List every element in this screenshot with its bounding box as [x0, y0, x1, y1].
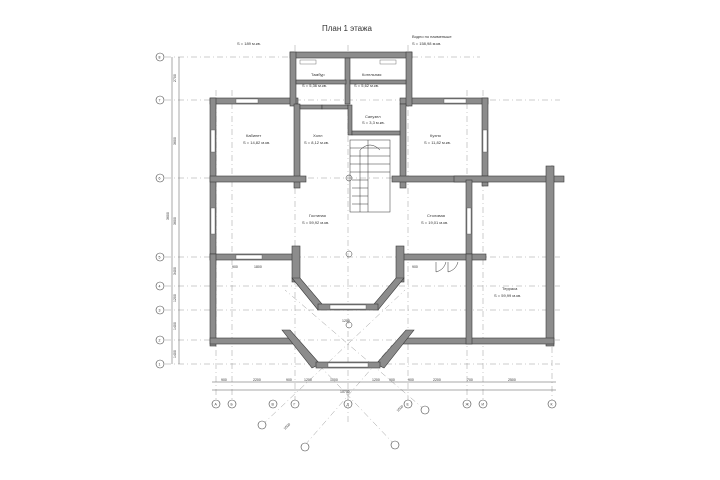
axis-marker-label: Г — [294, 403, 296, 407]
room-name: Холл — [313, 133, 323, 138]
room-area: S = 8,12 м.кв. — [304, 140, 329, 145]
left-dimension-chain: 2700 3600 3600 3600 3400 1200 1400 1400 — [166, 57, 180, 364]
axis-marker-label: 7 — [159, 99, 161, 103]
dim-left: 1200 — [173, 294, 177, 302]
room-name: Тамбур — [311, 72, 325, 77]
room-area: S = 11,82 м.кв. — [424, 140, 451, 145]
room-labels: Тамбур S = 5,36 м.кв. Котельная S = 5,62… — [243, 72, 521, 298]
terrace-door — [435, 261, 459, 273]
dim-left: 2700 — [173, 74, 177, 82]
dim-bottom: 900 — [408, 378, 414, 382]
dim-bottom: 700 — [467, 378, 473, 382]
dim-bottom-total: 10700 — [340, 390, 350, 394]
axis-marker-label: 6 — [159, 177, 161, 181]
diagonal-markers: 1500 1500 — [257, 404, 430, 452]
staircase — [345, 139, 391, 329]
room-area: S = 59,92 м.кв. — [302, 220, 329, 225]
room-name: Кухня — [430, 133, 441, 138]
room-name: Столовая — [427, 213, 445, 218]
bottom-dimension-chain: 900 2200 900 1200 1000 1200 900 900 2200… — [212, 378, 556, 394]
room-area: S = 19,01 м.кв. — [421, 220, 448, 225]
room-area: S = 59,99 м.кв. — [494, 293, 521, 298]
inner-dimensions: 900 1800 1200 900 — [232, 265, 418, 323]
dim-bottom: 1200 — [304, 378, 312, 382]
room-area: S = 5,36 м.кв. — [302, 83, 327, 88]
axis-marker-label: Б — [231, 403, 234, 407]
dim-diagonal: 1500 — [283, 422, 291, 430]
dim-label: 1800 — [254, 265, 262, 269]
dim-bottom: 900 — [286, 378, 292, 382]
room-name: Кабинет — [246, 133, 261, 138]
axis-marker-label: А — [215, 403, 218, 407]
dim-left: 1400 — [173, 322, 177, 330]
axis-marker-label: 4 — [159, 285, 161, 289]
room-name: Гостиная — [309, 213, 326, 218]
dim-left: 1400 — [173, 350, 177, 358]
dim-bottom: 900 — [389, 378, 395, 382]
heated-area-caption: Водно по наименьше — [412, 34, 452, 39]
dim-left: 3600 — [173, 137, 177, 145]
dim-left: 3400 — [173, 267, 177, 275]
left-axis-markers: 8 7 6 5 4 3 2 1 — [155, 52, 165, 369]
walls — [209, 51, 565, 347]
room-name: Санузел — [365, 114, 381, 119]
windows — [210, 59, 488, 368]
dim-label: 900 — [412, 265, 418, 269]
dim-bottom: 2200 — [253, 378, 261, 382]
heated-area-label: S = 158,98 м.кв. — [412, 41, 441, 46]
axis-marker-label: Е — [407, 403, 410, 407]
room-area: S = 5,62 м.кв. — [354, 83, 379, 88]
axis-marker-label: 8 — [159, 56, 161, 60]
axis-marker-label: Ж — [466, 403, 470, 407]
axis-marker-label: 3 — [159, 309, 161, 313]
room-name: Терраса — [502, 286, 518, 291]
dim-label: 900 — [232, 265, 238, 269]
dim-diagonal: 1500 — [396, 404, 404, 412]
axis-marker-label: И — [482, 403, 485, 407]
plan-title: План 1 этажа — [322, 24, 372, 33]
dim-bottom: 900 — [221, 378, 227, 382]
dim-label: 1200 — [342, 319, 350, 323]
room-name: Котельная — [362, 72, 381, 77]
dim-left: 3600 — [173, 217, 177, 225]
axis-marker-label: В — [272, 403, 275, 407]
dim-bottom: 2200 — [433, 378, 441, 382]
dim-bottom: 2500 — [508, 378, 516, 382]
dim-bottom: 1000 — [330, 378, 338, 382]
dim-left: 3600 — [166, 212, 170, 220]
total-area-label: S = 189 м.кв. — [237, 41, 261, 46]
room-area: S = 14,82 м.кв. — [243, 140, 270, 145]
axis-marker-label: К — [551, 403, 554, 407]
axis-marker-label: 1 — [159, 363, 161, 367]
dim-bottom: 1200 — [372, 378, 380, 382]
bottom-axis-markers: А Б В Г Д Е Ж И К — [211, 399, 557, 409]
axis-marker-label: 2 — [159, 339, 161, 343]
axis-marker-label: Д — [347, 403, 350, 407]
room-area: S = 3,3 м.кв. — [362, 120, 385, 125]
axis-marker-label: 5 — [159, 256, 161, 260]
